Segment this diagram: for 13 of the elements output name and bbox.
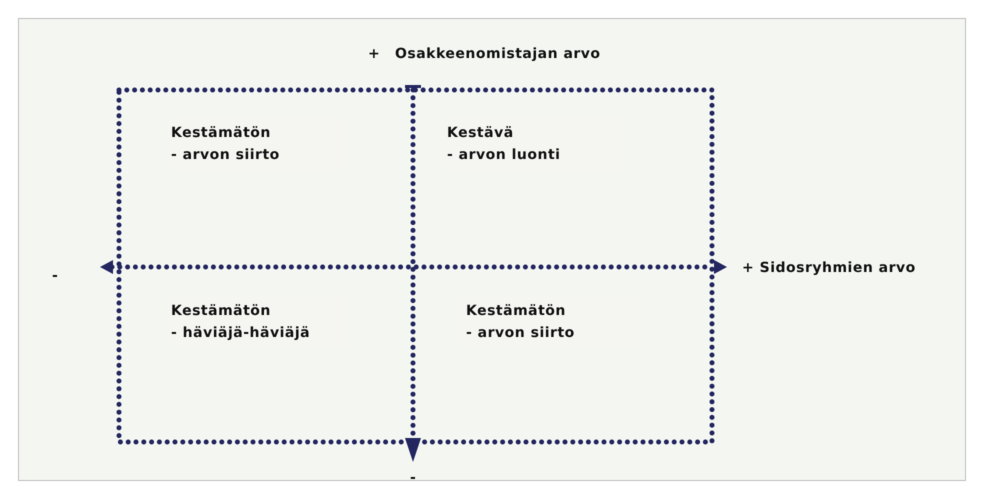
axis-label: + Sidosryhmien arvo <box>742 260 916 276</box>
quadrant-subtitle: - häviäjä-häviäjä <box>171 324 312 343</box>
quadrant-subtitle: - arvon siirto <box>171 146 281 165</box>
axis-sign: - <box>52 268 58 284</box>
axis-sign: + <box>368 46 380 62</box>
quadrant-title: Kestämätön <box>171 124 272 143</box>
quadrant-subtitle: - arvon siirto <box>466 324 576 343</box>
quadrant-subtitle: - arvon luonti <box>447 146 562 165</box>
quadrant-title: Kestävä <box>447 124 515 143</box>
axis-label: Osakkeenomistajan arvo <box>395 46 601 62</box>
quadrant-title: Kestämätön <box>466 302 567 321</box>
axis-sign: - <box>410 470 416 486</box>
quadrant-title: Kestämätön <box>171 302 272 321</box>
